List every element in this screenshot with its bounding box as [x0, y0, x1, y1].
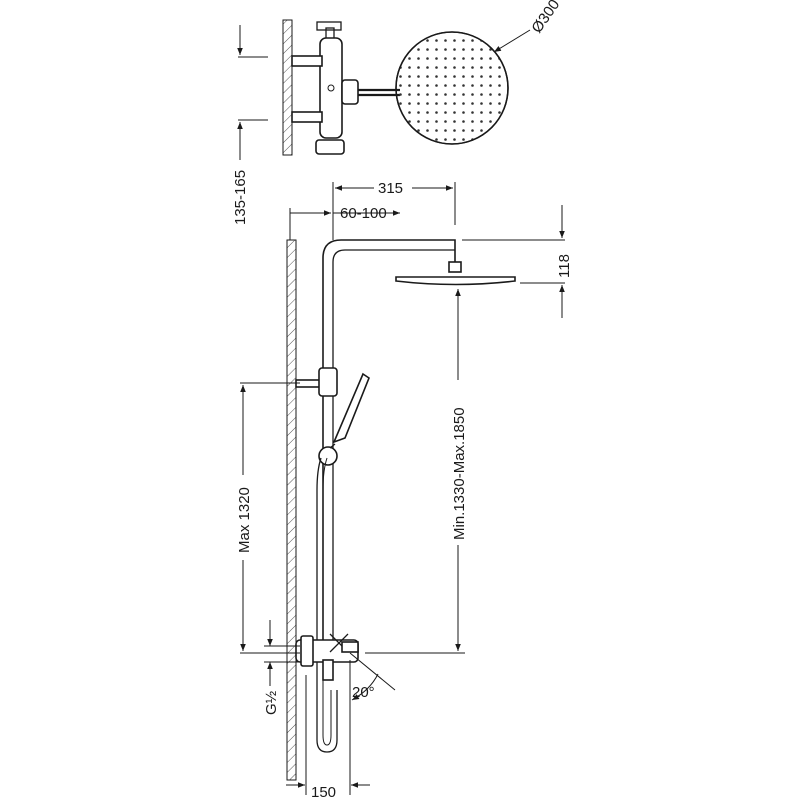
arm-length-label: 315: [378, 180, 403, 197]
shower-hose: [316, 457, 338, 753]
thermostat-valve-top: [291, 21, 400, 155]
arm-offset-label: 60-100: [340, 205, 387, 222]
head-drop-label: 118: [556, 254, 573, 278]
angle-label: 20°: [352, 684, 375, 701]
shower-head-side-view: [395, 276, 516, 286]
riser-pipe: [322, 239, 462, 655]
top-view: Ø300 135-165: [232, 0, 563, 225]
front-view: 150 20° G½ Max 1320 Min.1330-Max.1850 31…: [236, 180, 573, 800]
thermostat-valve-front: [295, 633, 359, 681]
wall-bracket: [295, 367, 338, 397]
wall-front-view: [286, 239, 297, 781]
wall-top-view: [282, 19, 293, 156]
wall-spacing-label: 135-165: [232, 170, 249, 225]
thread-label: G½: [263, 690, 280, 715]
total-height-label: Min.1330-Max.1850: [451, 407, 468, 540]
handset-height-label: Max 1320: [236, 487, 253, 553]
diameter-label: Ø300: [528, 0, 563, 36]
hand-shower: [318, 372, 370, 466]
bottom-width-label: 150: [311, 784, 336, 800]
